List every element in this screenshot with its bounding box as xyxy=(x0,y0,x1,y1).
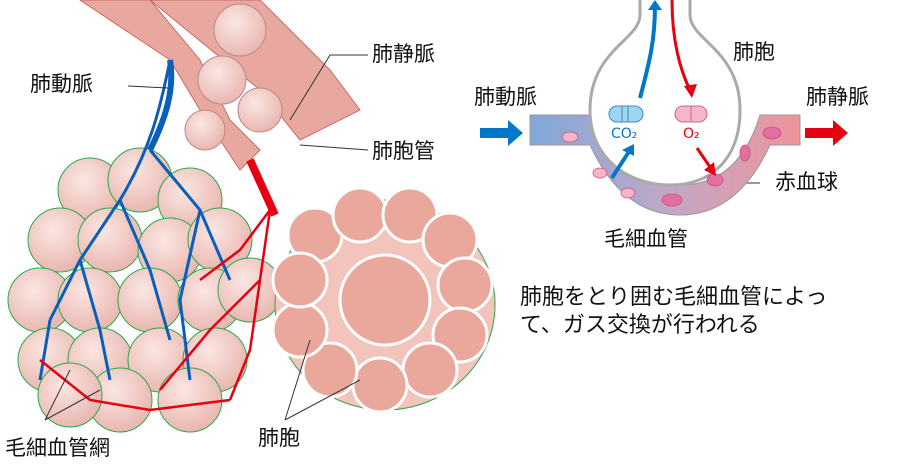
alveolar-sac-cluster xyxy=(7,147,283,433)
o2-molecule-icon xyxy=(674,105,708,123)
leader-lines xyxy=(44,54,760,421)
inflow-arrow-icon xyxy=(480,120,523,146)
alveolus-outline xyxy=(588,0,742,187)
alveolus-chamber xyxy=(351,356,409,414)
outflow-arrow-icon xyxy=(805,120,848,146)
alveolus-chamber xyxy=(271,301,329,359)
label-red-blood-cell: 赤血球 xyxy=(775,170,838,194)
label-capillary: 毛細血管 xyxy=(604,227,688,251)
alveolar-duct-tree xyxy=(79,0,361,171)
alveolus-sphere xyxy=(117,267,183,333)
caption-line-2: て、ガス交換が行われる xyxy=(520,313,760,338)
label-right-pulmonary-vein: 肺静脈 xyxy=(806,85,869,109)
caption: 肺胞をとり囲む毛細血管によっ て、ガス交換が行われる xyxy=(520,284,827,340)
alveolus-sphere xyxy=(37,362,103,428)
alveolus-chamber xyxy=(301,341,359,399)
alveolus-chamber xyxy=(436,256,494,314)
label-alveolus: 肺胞 xyxy=(258,426,300,450)
gas-exchange-schematic xyxy=(480,0,848,216)
pulmonary-vein-vessels xyxy=(39,158,279,412)
pulmonary-artery-vessels xyxy=(38,59,232,381)
label-pulmonary-artery: 肺動脈 xyxy=(30,72,93,96)
label-o2: O₂ xyxy=(683,126,700,142)
red-blood-cells xyxy=(561,126,782,207)
alveolus-chamber xyxy=(331,186,389,244)
label-co2: CO₂ xyxy=(611,126,638,142)
co2-molecule-icon xyxy=(608,105,644,123)
alveolus-chamber xyxy=(338,253,432,347)
label-right-alveolus: 肺胞 xyxy=(733,40,775,64)
alveolus-chamber xyxy=(271,251,329,309)
label-pulmonary-vein: 肺静脈 xyxy=(372,42,435,66)
label-capillary-network: 毛細血管網 xyxy=(5,436,110,460)
alveolus-chamber xyxy=(401,341,459,399)
label-right-pulmonary-artery: 肺動脈 xyxy=(474,85,537,109)
cutaway-alveolar-sac xyxy=(271,186,496,414)
label-alveolar-duct: 肺胞管 xyxy=(372,139,435,163)
caption-line-1: 肺胞をとり囲む毛細血管によっ xyxy=(520,285,828,310)
